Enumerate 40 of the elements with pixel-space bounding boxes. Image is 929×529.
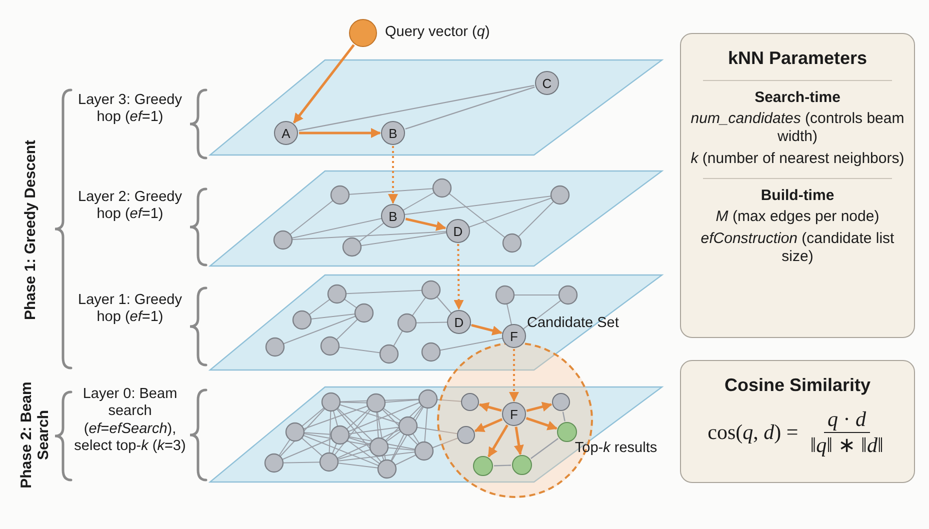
connector-line	[494, 464, 512, 466]
parameter-text: k (number of nearest neighbors)	[690, 150, 906, 168]
arrow	[478, 402, 502, 412]
connector-line	[530, 438, 558, 459]
numerator: q · d	[824, 406, 870, 433]
arrow	[454, 244, 464, 310]
arrow	[388, 146, 398, 204]
arrow	[474, 418, 503, 432]
denominator: ‖q‖ ∗ ‖d‖	[809, 432, 884, 458]
connector-line	[298, 84, 534, 132]
arrow	[405, 218, 446, 231]
layer-label: Layer 1: Greedy hop (ef=1)	[77, 292, 183, 327]
layer-label: Layer 0: Beam search (ef=efSearch), select top-k (k=3)	[73, 386, 187, 456]
layer-label: Layer 3: Greedy hop (ef=1)	[77, 92, 183, 127]
point-label: Query vector (q)	[385, 24, 490, 40]
parameter-text: num_candidates (controls beam width)	[690, 110, 906, 146]
arrow	[488, 424, 508, 458]
arrow	[299, 128, 381, 138]
section-heading: Search-time	[754, 88, 842, 106]
section-heading: Build-time	[760, 186, 836, 204]
connector-line	[562, 412, 566, 422]
info-panel	[680, 33, 915, 338]
parameter-text: M (max edges per node)	[714, 208, 880, 226]
arrow	[509, 349, 519, 402]
formula-text: cos(q, d) =	[708, 420, 798, 445]
panel-title: kNN Parameters	[726, 48, 868, 70]
info-panel	[680, 360, 915, 483]
layer-label: Layer 2: Greedy hop (ef=1)	[77, 189, 183, 224]
arrow	[471, 324, 502, 336]
phase-label: Phase 2: Beam Search	[18, 380, 54, 490]
arrow	[292, 44, 355, 124]
panel-title: Cosine Similarity	[723, 375, 872, 397]
arrow	[514, 426, 524, 456]
group-label: Candidate Set	[527, 315, 619, 331]
node-label: Top-k results	[574, 440, 658, 458]
arrow	[526, 417, 558, 430]
connector-line	[405, 86, 535, 130]
arrow	[526, 402, 552, 412]
parameter-text: efConstruction (candidate list size)	[700, 230, 896, 266]
phase-label: Phase 1: Greedy Descent	[22, 138, 40, 322]
